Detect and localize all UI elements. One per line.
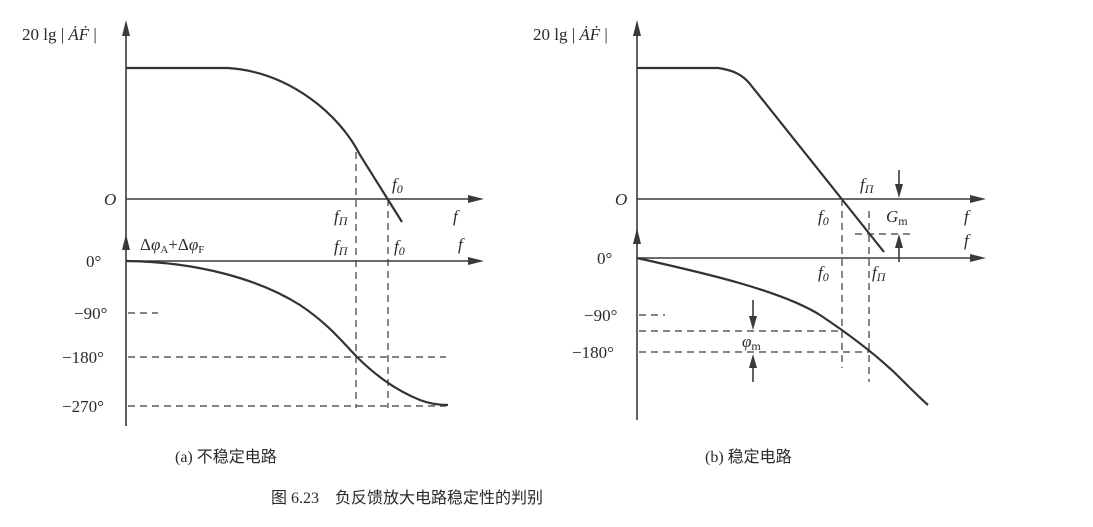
panel-b-fpi-mag: fΠ (860, 175, 875, 196)
arrow-up-icon (895, 234, 903, 248)
arrow-up-icon (633, 228, 641, 244)
panel-a-fpi-mag: fΠ (334, 207, 349, 228)
arrow-right-icon (468, 195, 484, 203)
panel-a-caption: (a) 不稳定电路 (175, 448, 277, 466)
panel-b-fpi-phase: fΠ (872, 263, 887, 284)
panel-b-phase-curve (636, 256, 929, 406)
panel-a-tick-270: −270° (62, 397, 104, 416)
panel-a-x-label-phase: f (458, 235, 465, 254)
panel-b-x-label-phase: f (964, 231, 971, 250)
figure-title: 图 6.23 负反馈放大电路稳定性的判别 (271, 489, 543, 507)
panel-b-magnitude-curve (637, 66, 885, 253)
arrow-up-icon (122, 20, 130, 36)
panel-b-origin: O (615, 190, 627, 209)
panel-a-tick-180: −180° (62, 348, 104, 367)
panel-b-tick-0: 0° (597, 249, 612, 268)
arrow-up-icon (633, 20, 641, 36)
panel-b-x-label-mag: f (964, 207, 971, 226)
arrow-up-icon (122, 234, 130, 250)
panel-a-phase-curve (125, 259, 449, 407)
arrow-right-icon (970, 195, 986, 203)
panel-b-tick-180: −180° (572, 343, 614, 362)
panel-a-tick-90: −90° (74, 304, 107, 323)
arrow-down-icon (749, 316, 757, 330)
panel-b-f0-phase: f0 (818, 263, 829, 284)
panel-a-magnitude-curve (126, 66, 403, 223)
panel-a-f0-phase: f0 (394, 237, 405, 258)
arrow-right-icon (468, 257, 484, 265)
panel-a-x-label-mag: f (453, 207, 460, 226)
panel-a-fpi-phase: fΠ (334, 237, 349, 258)
panel-b-gm-label: Gm (886, 207, 908, 228)
panel-b-pm-label: φm (742, 332, 761, 353)
panel-a-f0-mag: f0 (392, 175, 403, 196)
panel-a-phase-label: ΔφA+ΔφF (140, 235, 204, 256)
panel-b-mag-label: 20 lg | ȦḞ | (533, 25, 608, 44)
panel-a-unstable: 20 lg | ȦḞ | O f f0 fΠ ΔφA+ΔφF f fΠ f0 0… (22, 20, 484, 466)
panel-b-f0-mag: f0 (818, 207, 829, 228)
panel-b-caption: (b) 稳定电路 (705, 448, 792, 466)
panel-b-stable: 20 lg | ȦḞ | O f fΠ f0 Gm f f0 fΠ 0° −90… (533, 20, 986, 466)
panel-b-tick-90: −90° (584, 306, 617, 325)
panel-a-origin: O (104, 190, 116, 209)
arrow-down-icon (895, 184, 903, 198)
arrow-right-icon (970, 254, 986, 262)
panel-a-mag-label: 20 lg | ȦḞ | (22, 25, 97, 44)
panel-a-tick-0: 0° (86, 252, 101, 271)
arrow-up-icon (749, 354, 757, 368)
